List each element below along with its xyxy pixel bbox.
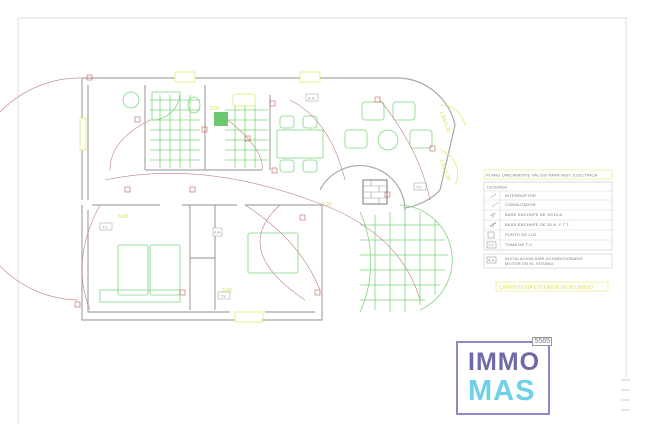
dim-label: 3.00: [222, 288, 232, 294]
svg-text:T.V: T.V: [488, 243, 494, 248]
sheet-frame: [17, 17, 628, 425]
dim-label: 2.00: [210, 106, 220, 112]
light-point-icons: [74, 74, 436, 308]
dim-label: 1.20: [322, 202, 332, 208]
dim-label: 3.00: [118, 214, 128, 220]
svg-text:A.A: A.A: [308, 96, 315, 101]
sheet-ticks: [621, 379, 630, 411]
legend-item-label: INTERRUPTOR: [505, 193, 536, 198]
legend-ac-line2: MOTOR EN EL SOTANO: [505, 261, 554, 266]
svg-text:T.V: T.V: [102, 225, 108, 230]
walls: [81, 77, 456, 321]
carpentry-note: CARPINTERIA EXTERIOR DE ALUMINIO: [499, 285, 593, 291]
fixtures: [99, 91, 433, 303]
legend-item-label: BASE ENCHUFE DE 10/16 A.: [505, 212, 563, 217]
legend-item-label: PUNTO DE LUZ: [505, 232, 537, 237]
legend-item-label: BASE ENCHUFE DE 25 A. Y T.T.: [505, 222, 570, 227]
svg-text:A.A: A.A: [214, 230, 221, 235]
immomas-logo: IMMO MAS 5565: [456, 337, 552, 415]
shower-tray: [151, 91, 181, 121]
svg-text:T.V: T.V: [416, 185, 422, 190]
hob-icon: [214, 112, 228, 126]
legend-item-label: TOMA DE T.V.: [505, 242, 533, 247]
bed-double: [247, 232, 299, 274]
legend-title: LEYENDA: [487, 185, 507, 190]
windows: 1.60x1.20 1.60x1.20 1.20 3.00 3.00 2.00: [79, 71, 466, 323]
legend-note: PLANO UNICAMENTE VALIDO PARA INST. ELECT…: [486, 173, 597, 178]
electrical-circuits: [0, 74, 436, 311]
toilet-icon: [187, 96, 201, 114]
dining-table: [276, 115, 324, 173]
sink-icon: [232, 93, 256, 107]
living-armchairs: [344, 101, 433, 151]
water-heater-icon: [122, 91, 140, 109]
plan-tags: A.A A.A T.V T.V T.V: [99, 93, 427, 300]
bed-twin: [117, 244, 181, 296]
legend: PLANO UNICAMENTE VALIDO PARA INST. ELECT…: [483, 169, 613, 292]
light-point-icon: [487, 231, 495, 239]
window-dim-label: 1.60x1.20: [438, 159, 451, 182]
listing-ref: 5565: [532, 337, 552, 346]
logo-line1: IMMO: [468, 348, 541, 376]
logo-line2: MAS: [468, 375, 536, 407]
legend-item-label: CONMUTADOR: [505, 202, 536, 207]
window-dim-label: 1.60x1.20: [438, 111, 451, 134]
tile-grid: [150, 95, 453, 313]
svg-text:A.A: A.A: [488, 258, 495, 263]
wardrobe: [99, 289, 181, 303]
svg-text:T.V: T.V: [220, 294, 226, 299]
legend-ac-line1: INSTALACION AIRE ACONDICIONADO: [505, 256, 583, 261]
